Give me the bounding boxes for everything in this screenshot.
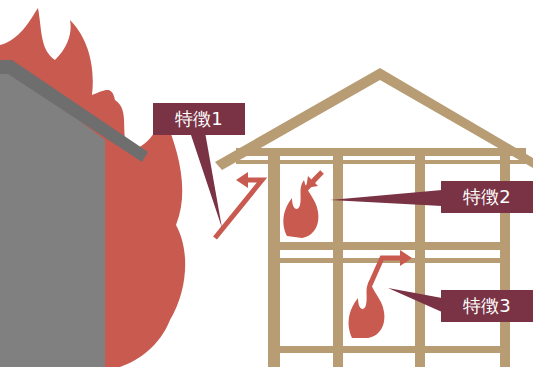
feature-text: 特徴1	[175, 110, 222, 128]
feature-text: 特徴2	[463, 188, 510, 206]
feature-label: 特徴2	[441, 181, 533, 213]
burning-building	[0, 8, 185, 367]
feature-text: 特徴3	[463, 297, 510, 315]
feature-label: 特徴3	[441, 290, 533, 322]
feature-label: 特徴1	[153, 103, 245, 135]
timber-frame-house	[215, 68, 533, 367]
callout-pointers	[190, 132, 442, 312]
